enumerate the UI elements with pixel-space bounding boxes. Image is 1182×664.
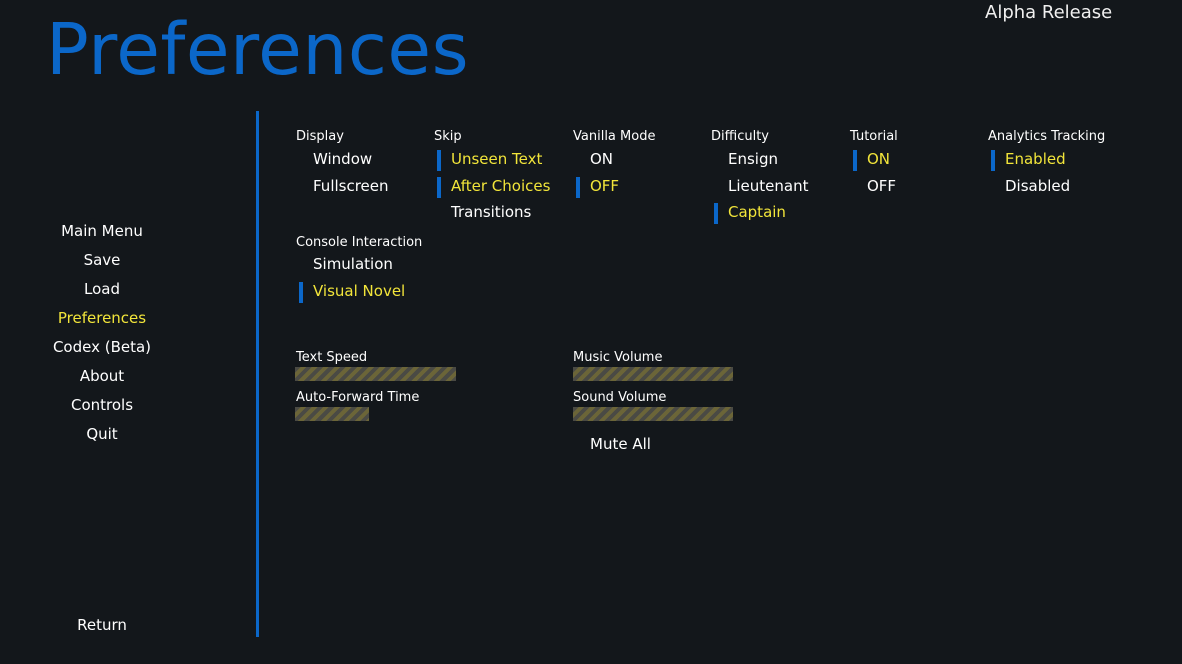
vanilla-on-option[interactable]: ON — [590, 150, 614, 168]
tutorial-off-option[interactable]: OFF — [867, 177, 897, 195]
release-label: Alpha Release — [985, 2, 1113, 23]
tutorial-on-option[interactable]: ON — [850, 149, 890, 171]
music-volume-slider[interactable] — [573, 367, 733, 381]
nav-quit[interactable]: Quit — [86, 425, 118, 443]
skip-after-choices-option[interactable]: After Choices — [434, 176, 550, 198]
analytics-enabled-option[interactable]: Enabled — [988, 149, 1066, 171]
difficulty-captain-option[interactable]: Captain — [711, 202, 786, 224]
skip-label: Skip — [434, 129, 462, 144]
difficulty-ensign-option[interactable]: Ensign — [728, 150, 778, 168]
nav-main-menu[interactable]: Main Menu — [61, 222, 143, 240]
nav-save[interactable]: Save — [83, 251, 121, 269]
analytics-disabled-option[interactable]: Disabled — [1005, 177, 1071, 195]
text-speed-label: Text Speed — [296, 350, 368, 365]
console-visual-novel-option[interactable]: Visual Novel — [296, 281, 405, 303]
difficulty-lieutenant-option[interactable]: Lieutenant — [728, 177, 809, 195]
console-interaction-label: Console Interaction — [296, 235, 423, 250]
nav-preferences[interactable]: Preferences — [57, 309, 147, 327]
auto-forward-label: Auto-Forward Time — [296, 390, 420, 405]
nav-load[interactable]: Load — [84, 280, 120, 298]
nav-divider — [256, 111, 259, 637]
auto-forward-slider[interactable] — [295, 407, 369, 421]
console-simulation-option[interactable]: Simulation — [313, 255, 393, 273]
display-label: Display — [296, 129, 344, 144]
nav-controls[interactable]: Controls — [70, 396, 134, 414]
page-title: Preferences — [46, 8, 470, 91]
analytics-label: Analytics Tracking — [988, 129, 1106, 144]
sound-volume-label: Sound Volume — [573, 390, 667, 405]
nav-codex[interactable]: Codex (Beta) — [52, 338, 152, 356]
vanilla-off-option[interactable]: OFF — [573, 176, 619, 198]
skip-unseen-text-option[interactable]: Unseen Text — [434, 149, 542, 171]
display-fullscreen-option[interactable]: Fullscreen — [313, 177, 389, 195]
mute-all-button[interactable]: Mute All — [590, 435, 651, 453]
music-volume-label: Music Volume — [573, 350, 663, 365]
tutorial-label: Tutorial — [850, 129, 898, 144]
difficulty-label: Difficulty — [711, 129, 769, 144]
nav-return[interactable]: Return — [77, 616, 127, 634]
display-window-option[interactable]: Window — [313, 150, 373, 168]
sound-volume-slider[interactable] — [573, 407, 733, 421]
vanilla-mode-label: Vanilla Mode — [573, 129, 656, 144]
nav-about[interactable]: About — [79, 367, 125, 385]
main-nav: Main Menu Save Load Preferences Codex (B… — [0, 0, 204, 664]
skip-transitions-option[interactable]: Transitions — [451, 203, 532, 221]
text-speed-slider[interactable] — [295, 367, 456, 381]
